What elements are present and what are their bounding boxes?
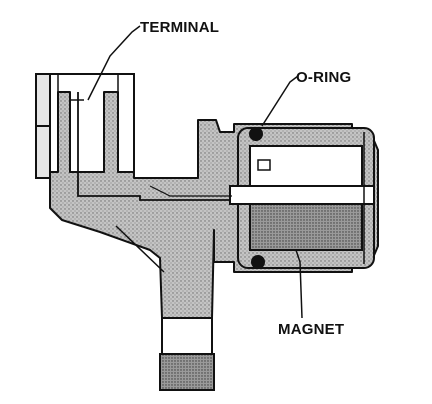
internal-passage [77,92,230,201]
o-ring-leader [261,75,299,127]
magnet-label: MAGNET [278,321,344,338]
connector-housing [35,73,135,179]
o-ring-bottom [251,255,265,269]
terminal-label: TERMINAL [140,19,219,36]
magnet-leader [295,249,303,319]
o-ring-label: O-RING [296,69,351,86]
hose-fitting [159,317,215,391]
terminal-leader [87,25,141,101]
o-ring-top [249,127,263,141]
magnet-housing [229,127,375,269]
